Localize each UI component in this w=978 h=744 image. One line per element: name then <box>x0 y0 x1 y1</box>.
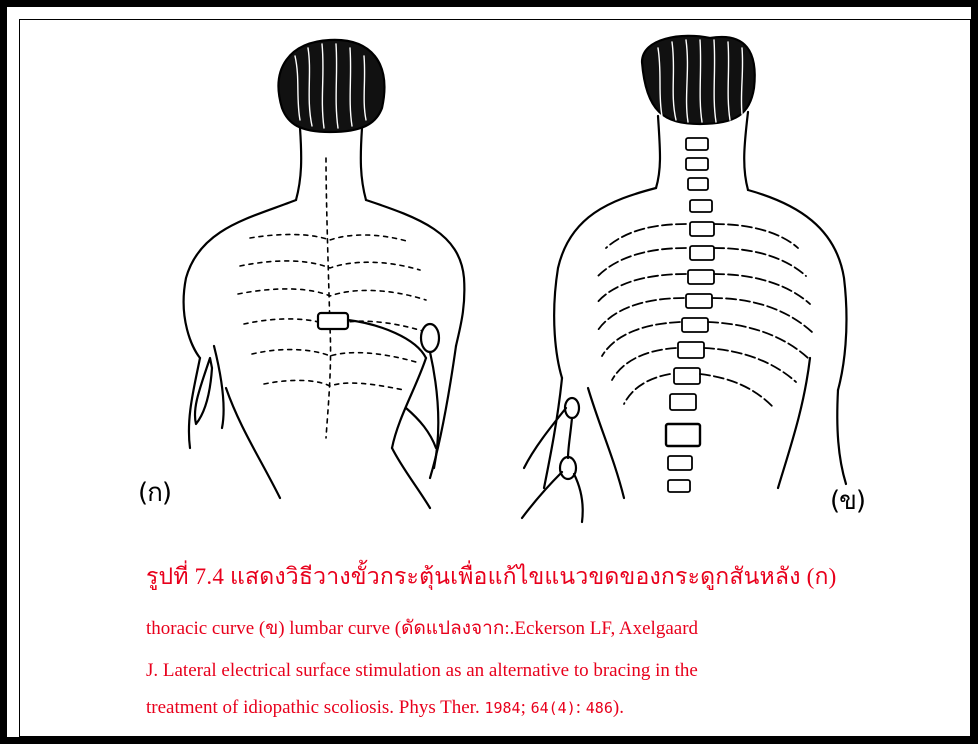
caption-line-3: J. Lateral electrical surface stimulatio… <box>146 660 698 682</box>
citation-year: 1984 <box>484 699 520 717</box>
figure-a-ribs <box>238 158 426 438</box>
figure-a-back <box>184 40 465 498</box>
caption-line-2: thoracic curve (ข) lumbar curve (ดัดแปลง… <box>146 618 698 640</box>
caption-line-4-text: treatment of idiopathic scoliosis. Phys … <box>146 697 484 718</box>
panel-b-label: (ข) <box>830 480 865 521</box>
panel-a-label: (ก) <box>138 472 171 513</box>
figure-b-spine <box>666 138 714 492</box>
figure-b-ribs <box>596 224 812 406</box>
citation-page: 486 <box>586 699 613 717</box>
figure-a-electrodes <box>318 313 439 508</box>
figure-illustration: (ก) (ข) <box>130 28 870 528</box>
figure-b-electrodes <box>522 398 583 522</box>
citation-sep-1: ; <box>521 697 531 718</box>
caption-line-1: รูปที่ 7.4 แสดงวิธีวางขั้วกระตุ้นเพื่อแก… <box>146 566 836 588</box>
citation-volume: 64(4) <box>531 699 576 717</box>
back-illustrations-svg <box>130 28 870 528</box>
caption-line-4: treatment of idiopathic scoliosis. Phys … <box>146 697 624 719</box>
figure-b-back <box>544 36 846 498</box>
figure-a-hair <box>279 40 385 132</box>
citation-sep-2: : <box>576 697 586 718</box>
citation-end: ). <box>613 697 624 718</box>
